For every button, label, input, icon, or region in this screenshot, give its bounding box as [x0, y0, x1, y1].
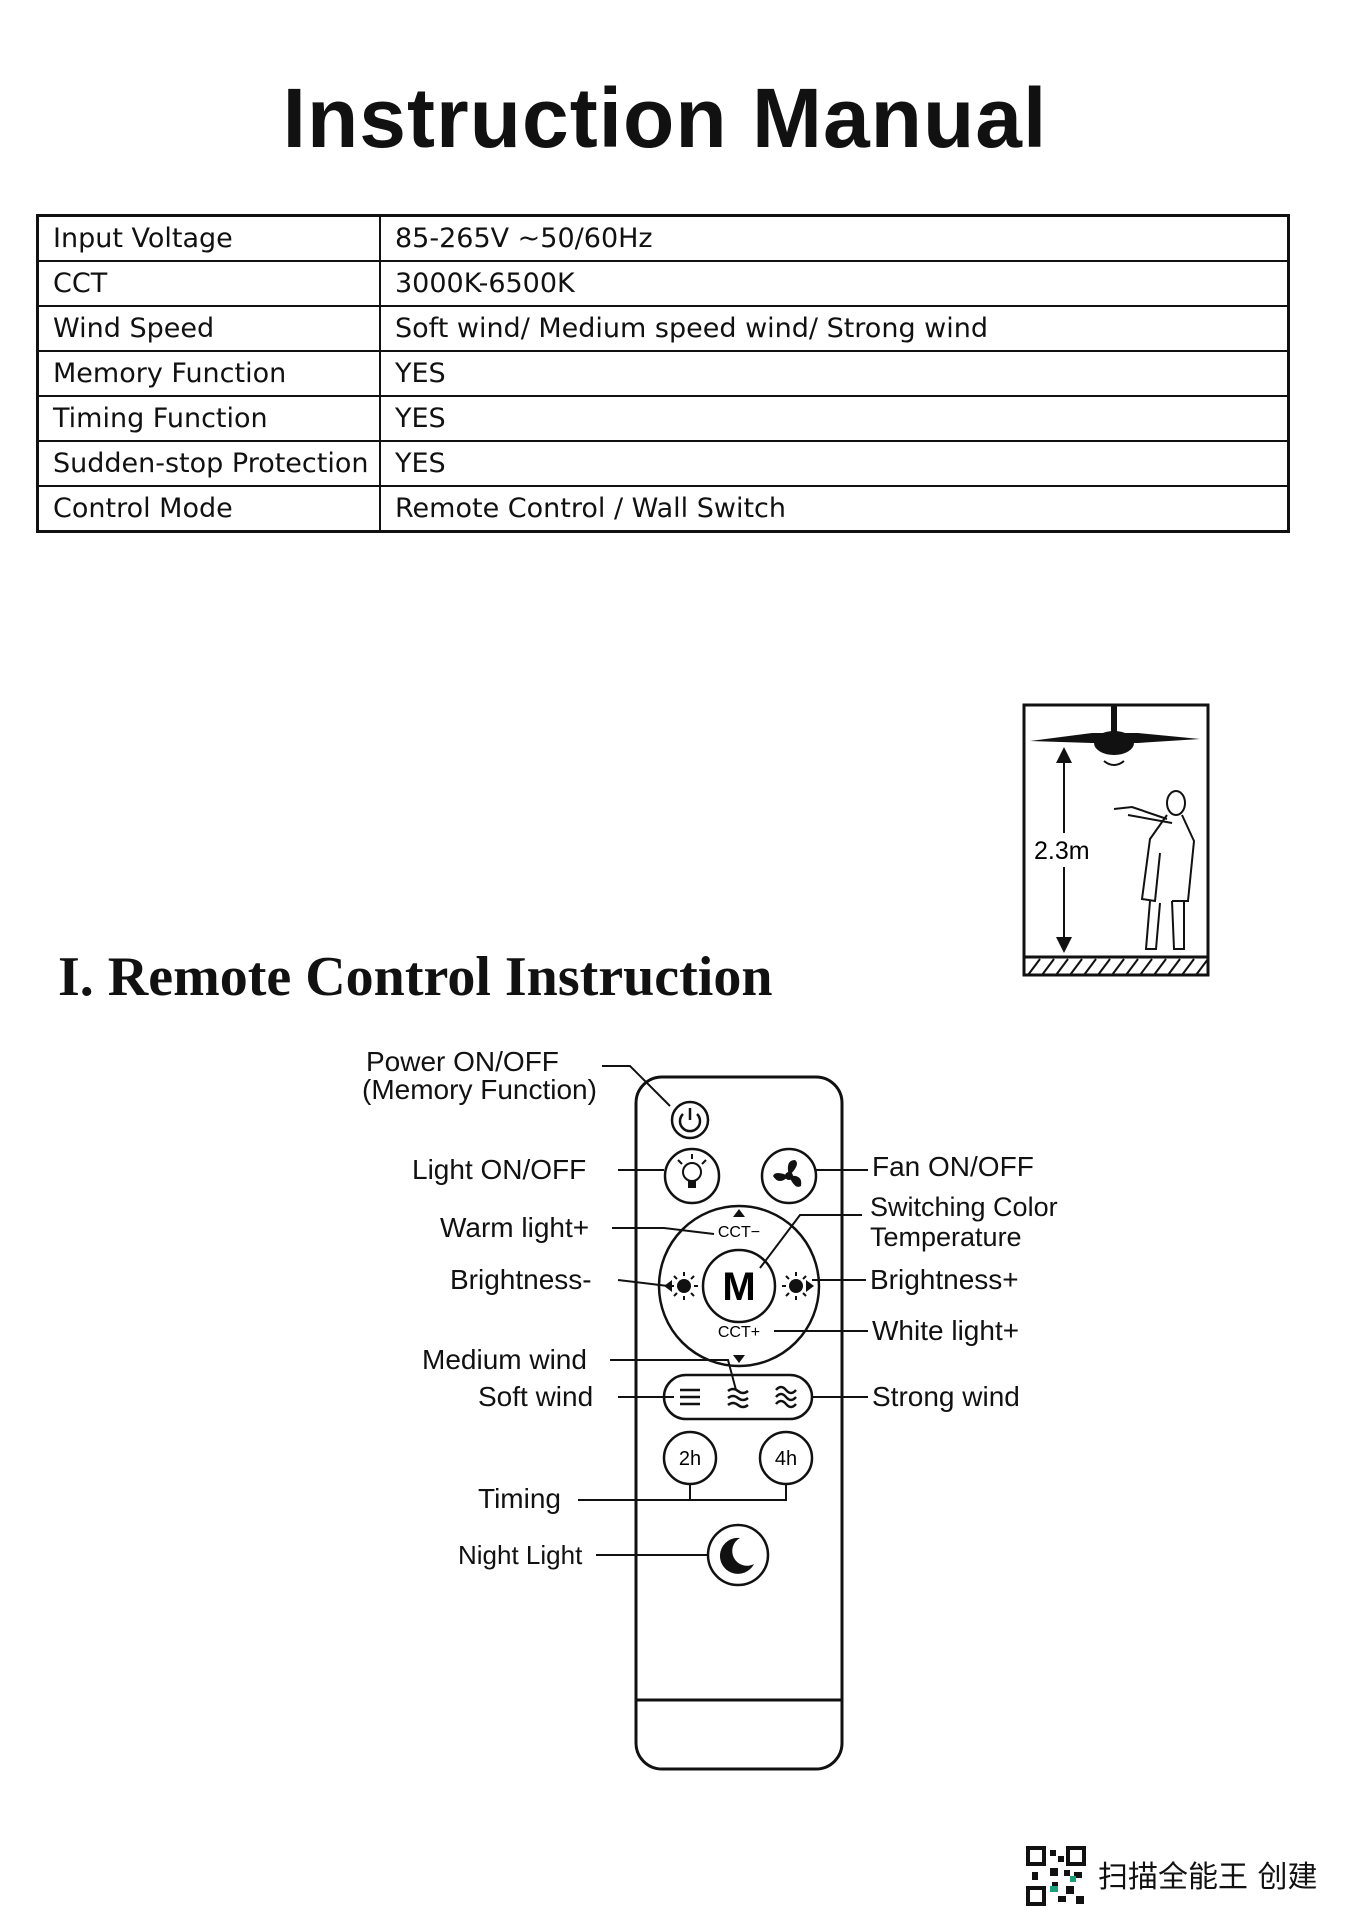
mode-button-label: M: [722, 1265, 755, 1309]
night-light-button[interactable]: [706, 1523, 770, 1587]
fan-icon: [773, 1160, 802, 1187]
label-temperature: Temperature: [870, 1222, 1022, 1252]
spec-value: YES: [379, 395, 1290, 442]
height-label: 2.3m: [1034, 837, 1090, 865]
qr-code-icon: [1026, 1846, 1086, 1906]
soft-wind-button[interactable]: [680, 1388, 700, 1406]
spec-value: Soft wind/ Medium speed wind/ Strong win…: [379, 305, 1290, 352]
label-memory-function: (Memory Function): [362, 1074, 597, 1105]
light-button[interactable]: [663, 1147, 721, 1205]
label-strong-wind: Strong wind: [872, 1381, 1020, 1412]
timer-2h-label: 2h: [679, 1448, 701, 1470]
person-icon: [1113, 790, 1196, 950]
power-button[interactable]: [670, 1100, 710, 1140]
bulb-icon: [677, 1154, 707, 1188]
spec-key: Timing Function: [36, 395, 381, 442]
label-fan-onoff: Fan ON/OFF: [872, 1151, 1034, 1182]
spec-key: Wind Speed: [36, 305, 381, 352]
label-medium-wind: Medium wind: [422, 1344, 587, 1375]
strong-wind-button[interactable]: [775, 1385, 797, 1409]
moon-icon: [719, 1537, 754, 1574]
label-brightness-minus: Brightness-: [450, 1264, 592, 1295]
remote-control-diagram: M CCT− CCT+ 2h 4h: [578, 1065, 868, 1771]
spec-value: Remote Control / Wall Switch: [379, 485, 1290, 533]
label-light-onoff: Light ON/OFF: [412, 1154, 587, 1185]
installation-height-figure: 2.3m: [1022, 703, 1210, 977]
label-night-light: Night Light: [458, 1540, 583, 1570]
spec-value: YES: [379, 350, 1290, 397]
cct-plus-label[interactable]: CCT+: [718, 1324, 760, 1341]
label-switching-color: Switching Color: [870, 1192, 1058, 1222]
brightness-minus-icon[interactable]: [670, 1272, 698, 1300]
fan-button[interactable]: [760, 1147, 818, 1205]
spec-value: 3000K-6500K: [379, 260, 1290, 307]
label-warm-light: Warm light+: [440, 1212, 590, 1243]
brightness-plus-icon[interactable]: [782, 1272, 810, 1300]
label-white-light: White light+: [872, 1315, 1020, 1346]
label-power: Power ON/OFF: [366, 1046, 559, 1077]
spec-key: Memory Function: [36, 350, 381, 397]
label-timing: Timing: [478, 1483, 561, 1514]
page-title: Instruction Manual: [282, 71, 1048, 165]
cct-minus-label[interactable]: CCT−: [718, 1224, 760, 1241]
spec-key: Control Mode: [36, 485, 381, 533]
spec-key: Input Voltage: [36, 214, 381, 262]
section-title: I. Remote Control Instruction: [58, 946, 773, 1008]
spec-key: Sudden-stop Protection: [36, 440, 381, 487]
scanner-watermark-text: 扫描全能王 创建: [1098, 1860, 1318, 1895]
timer-4h-label: 4h: [775, 1448, 797, 1470]
label-soft-wind: Soft wind: [478, 1381, 594, 1412]
spec-value: 85-265V ~50/60Hz: [379, 214, 1290, 262]
dpad-ring: [657, 1204, 821, 1368]
remote-body: [634, 1075, 844, 1771]
mode-button[interactable]: [701, 1248, 777, 1324]
spec-key: CCT: [36, 260, 381, 307]
spec-value: YES: [379, 440, 1290, 487]
medium-wind-button[interactable]: [727, 1387, 749, 1409]
label-brightness-plus: Brightness+: [870, 1264, 1019, 1295]
